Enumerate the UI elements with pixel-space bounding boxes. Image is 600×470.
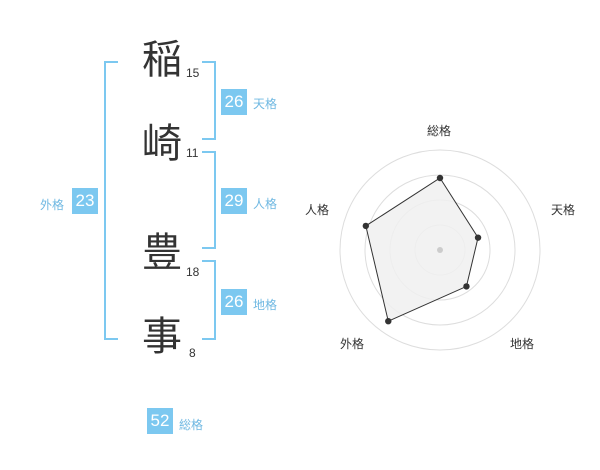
gaikaku-label: 外格 <box>40 198 65 212</box>
radar-value-polygon <box>365 177 479 322</box>
radar-point-left <box>362 222 370 230</box>
jinkaku-label: 人格 <box>253 197 278 211</box>
jinkaku-value-badge: 29 <box>221 188 247 214</box>
stroke-count-1: 15 <box>186 66 200 80</box>
radar-point-bottom-left <box>385 317 392 325</box>
radar-grid-ring <box>339 149 541 351</box>
radar-point-top <box>436 174 444 182</box>
name-char-2: 崎 <box>142 121 182 167</box>
chikaku-label: 地格 <box>253 298 278 312</box>
radar-label-tenkaku: 天格 <box>551 203 576 217</box>
stroke-count-4: 8 <box>189 346 196 360</box>
radar-point-right <box>474 234 482 241</box>
stroke-count-3: 18 <box>186 265 200 279</box>
radar-label-chikaku: 地格 <box>510 337 535 351</box>
tenkaku-label: 天格 <box>253 97 278 111</box>
name-char-1: 稲 <box>142 37 182 83</box>
radar-label-jinkaku: 人格 <box>305 203 330 217</box>
gaikaku-bracket <box>104 61 118 340</box>
radar-label-soukaku: 総格 <box>427 124 452 138</box>
jinkaku-bracket <box>202 151 216 249</box>
tenkaku-bracket <box>202 61 216 140</box>
soukaku-label: 総格 <box>179 418 204 432</box>
radar-label-gaikaku: 外格 <box>340 337 365 351</box>
soukaku-value-badge: 52 <box>147 408 173 434</box>
chikaku-bracket <box>202 260 216 340</box>
gaikaku-value-badge: 23 <box>72 188 98 214</box>
name-char-4: 事 <box>142 314 182 360</box>
radar-center-dot <box>437 247 443 253</box>
chikaku-value-badge: 26 <box>221 289 247 315</box>
radar-point-bottom-right <box>463 283 470 290</box>
tenkaku-value-badge: 26 <box>221 89 247 115</box>
stroke-count-2: 11 <box>186 146 199 160</box>
name-char-3: 豊 <box>142 230 182 276</box>
